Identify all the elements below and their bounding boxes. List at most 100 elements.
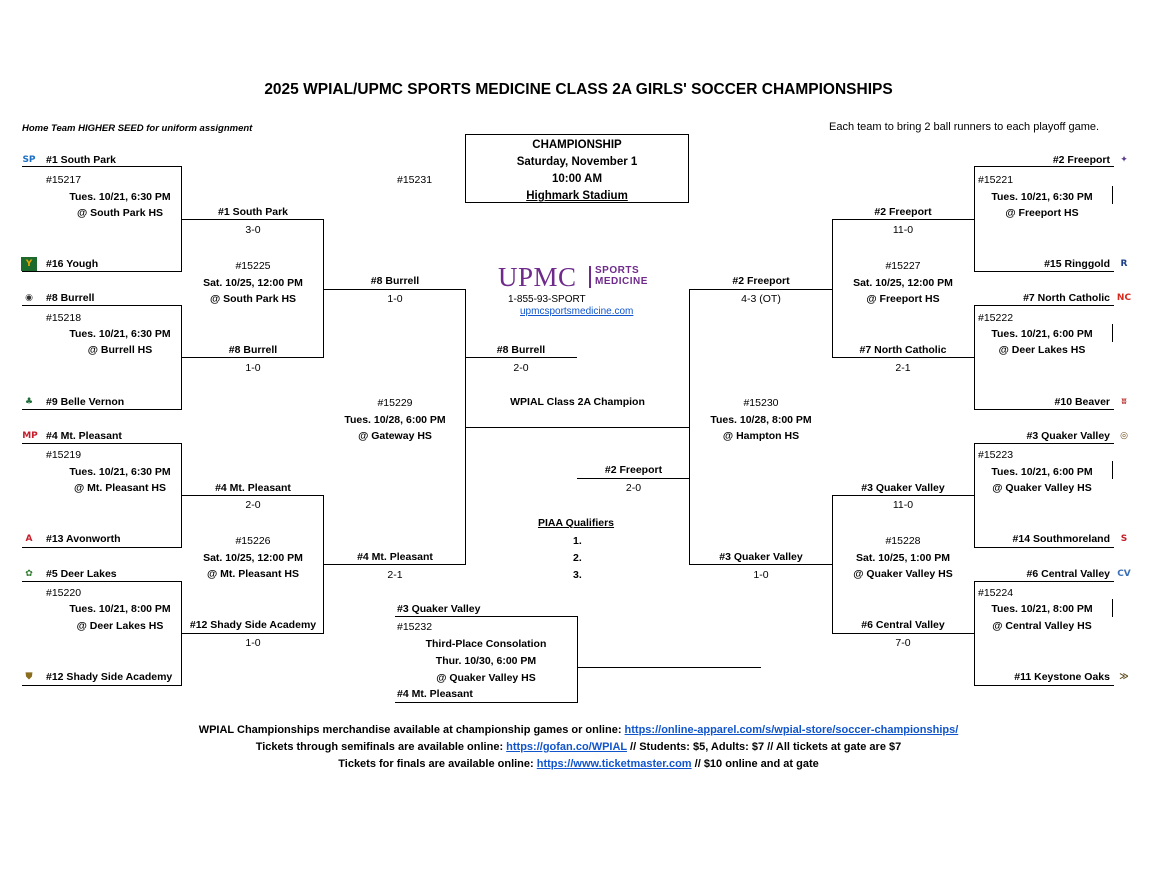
game-site: @ Burrell HS (87, 344, 153, 356)
r1-score: 1-0 (245, 362, 261, 374)
game-date: Tues. 10/21, 8:00 PM (69, 603, 171, 615)
burrell-logo-icon: ◉ (25, 293, 33, 303)
qf-winner: #4 Mt. Pleasant (357, 551, 433, 563)
r1-winner: #7 North Catholic (859, 344, 947, 356)
game-id: #15219 (46, 449, 82, 461)
consolation-site: @ Quaker Valley HS (436, 672, 536, 684)
game-date: Tues. 10/21, 6:00 PM (991, 328, 1093, 340)
championship-box: CHAMPIONSHIP Saturday, November 1 10:00 … (465, 134, 689, 203)
r1-winner: #4 Mt. Pleasant (215, 482, 291, 494)
game-date: Sat. 10/25, 12:00 PM (203, 277, 303, 289)
r1-winner: #3 Quaker Valley (861, 482, 945, 494)
consolation-date: Thur. 10/30, 6:00 PM (435, 655, 537, 667)
game-site: @ South Park HS (76, 207, 164, 219)
piaa-slot: 1. (573, 535, 582, 547)
team-keystone-oaks: #11 Keystone Oaks (1014, 671, 1110, 683)
qf-winner: #3 Quaker Valley (719, 551, 803, 563)
upmc-url-link[interactable]: upmcsportsmedicine.com (520, 306, 634, 317)
page-title: 2025 WPIAL/UPMC SPORTS MEDICINE CLASS 2A… (264, 81, 893, 98)
championship-heading: CHAMPIONSHIP (532, 139, 622, 151)
team-southmoreland: #14 Southmoreland (1012, 533, 1110, 545)
champion-score: 2-0 (513, 362, 529, 374)
piaa-heading: PIAA Qualifiers (537, 517, 615, 529)
footer-finals-text: Tickets for finals are available online: (338, 758, 537, 770)
team-quaker-valley: #3 Quaker Valley (1026, 430, 1110, 442)
game-site: @ Quaker Valley HS (992, 482, 1092, 494)
game-id: #15220 (46, 587, 82, 599)
upmc-sports-text: SPORTS (595, 265, 640, 276)
game-site: @ Gateway HS (358, 430, 432, 442)
consolation-team-top: #3 Quaker Valley (397, 603, 481, 615)
consolation-title: Third-Place Consolation (425, 638, 547, 650)
game-date: Sat. 10/25, 12:00 PM (203, 552, 303, 564)
upmc-logo-divider (589, 266, 591, 288)
qf-score: 1-0 (753, 569, 769, 581)
team-south-park: #1 South Park (46, 154, 117, 166)
game-id: #15229 (377, 397, 413, 409)
game-date: Tues. 10/21, 6:30 PM (69, 191, 171, 203)
qf-winner: #2 Freeport (732, 275, 790, 287)
champion-caption: WPIAL Class 2A Champion (510, 396, 645, 408)
game-site: @ South Park HS (209, 293, 297, 305)
yough-logo-icon: Y (21, 257, 37, 271)
r1-winner: #1 South Park (217, 206, 289, 218)
gofan-link[interactable]: https://gofan.co/WPIAL (506, 741, 627, 753)
footer-merch: WPIAL Championships merchandise availabl… (0, 723, 1157, 737)
consolation-team-bottom: #4 Mt. Pleasant (397, 688, 473, 700)
game-date: Tues. 10/28, 6:00 PM (344, 414, 446, 426)
qf-score: 2-1 (387, 569, 403, 581)
team-deer-lakes: #5 Deer Lakes (46, 568, 117, 580)
game-site: @ Quaker Valley HS (853, 568, 953, 580)
team-mt-pleasant: #4 Mt. Pleasant (46, 430, 122, 442)
r1-score: 1-0 (245, 637, 261, 649)
footer-merch-text: WPIAL Championships merchandise availabl… (198, 724, 625, 736)
game-id: #15225 (235, 260, 271, 272)
game-id: #15221 (978, 174, 1014, 186)
team-shady-side-academy: #12 Shady Side Academy (46, 671, 173, 683)
quaker-valley-logo-icon: ◎ (1120, 431, 1128, 441)
game-id: #15224 (978, 587, 1014, 599)
game-id: #15226 (235, 535, 271, 547)
piaa-slot: 3. (573, 569, 582, 581)
game-date: Tues. 10/21, 6:30 PM (69, 328, 171, 340)
game-date: Sat. 10/25, 1:00 PM (856, 552, 950, 564)
beaver-logo-icon: ʬ (1121, 397, 1127, 407)
avonworth-logo-icon: A (25, 534, 33, 544)
championship-venue: Highmark Stadium (526, 190, 628, 202)
footer-tickets-prices: // Students: $5, Adults: $7 // All ticke… (626, 741, 902, 753)
piaa-slot: 2. (573, 552, 582, 564)
game-site: @ Mt. Pleasant HS (207, 568, 299, 580)
shady-side-logo-icon: ⛊ (25, 672, 33, 682)
team-belle-vernon: #9 Belle Vernon (46, 396, 125, 408)
sf-score: 2-0 (625, 482, 642, 494)
merch-link[interactable]: https://online-apparel.com/s/wpial-store… (624, 724, 959, 736)
r1-winner: #2 Freeport (874, 206, 932, 218)
qf-winner: #8 Burrell (370, 275, 420, 287)
sf-winner: #2 Freeport (604, 464, 663, 476)
r1-score: 7-0 (895, 637, 911, 649)
game-site: @ Deer Lakes HS (76, 620, 164, 632)
upmc-logo: UPMC (498, 262, 577, 292)
ticketmaster-link[interactable]: https://www.ticketmaster.com (536, 758, 692, 770)
upmc-phone: 1-855-93-SPORT (508, 294, 586, 305)
game-site: @ Central Valley HS (992, 620, 1092, 632)
mt-pleasant-logo-icon: MP (22, 431, 38, 441)
r1-score: 2-0 (245, 499, 261, 511)
game-date: Tues. 10/21, 6:30 PM (991, 191, 1093, 203)
footer-tickets-text: Tickets through semifinals are available… (255, 741, 507, 753)
qf-score: 4-3 (OT) (741, 293, 781, 305)
ball-runner-note: Each team to bring 2 ball runners to eac… (829, 121, 1100, 133)
ringgold-logo-icon: R (1120, 259, 1128, 269)
uniform-note: Home Team HIGHER SEED for uniform assign… (22, 123, 253, 134)
team-central-valley: #6 Central Valley (1026, 568, 1110, 580)
champion-name: #8 Burrell (496, 344, 546, 356)
upmc-medicine-text: MEDICINE (595, 276, 648, 287)
r1-score: 11-0 (892, 499, 914, 511)
r1-score: 2-1 (895, 362, 911, 374)
game-id: #15217 (46, 174, 82, 186)
team-yough: #16 Yough (46, 258, 99, 270)
game-id: #15227 (885, 260, 921, 272)
team-freeport: #2 Freeport (1052, 154, 1110, 166)
central-valley-logo-icon: CV (1117, 569, 1131, 579)
team-burrell: #8 Burrell (46, 292, 95, 304)
